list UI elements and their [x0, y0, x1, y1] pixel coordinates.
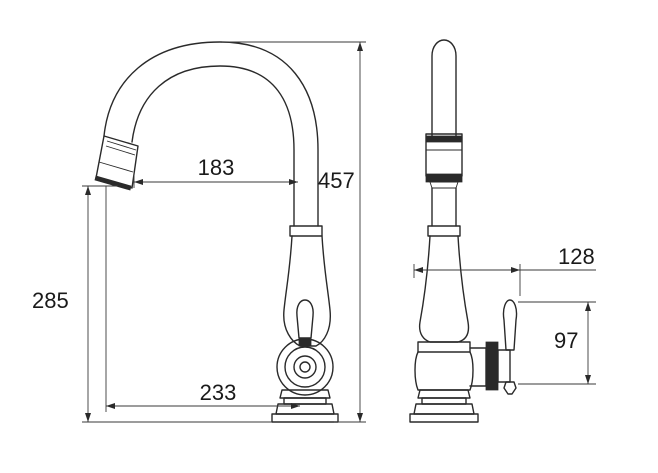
dimension-128: 128 [413, 244, 596, 296]
dim-label-128: 128 [558, 244, 595, 269]
dimension-285: 285 [32, 185, 272, 423]
spray-head [94, 135, 139, 191]
dim-label-285: 285 [32, 288, 69, 313]
side-spray-head [425, 133, 463, 189]
dim-label-457: 457 [318, 168, 355, 193]
front-view-faucet [94, 41, 339, 423]
front-handle-ring [276, 338, 334, 396]
dim-label-233: 233 [200, 380, 237, 405]
dimension-457: 457 [222, 41, 366, 423]
dim-label-97: 97 [554, 328, 578, 353]
side-view-faucet [409, 39, 518, 423]
dimension-233: 233 [105, 186, 300, 412]
dimension-97: 97 [518, 301, 596, 385]
dimension-183: 183 [133, 155, 298, 188]
dim-label-183: 183 [198, 155, 235, 180]
